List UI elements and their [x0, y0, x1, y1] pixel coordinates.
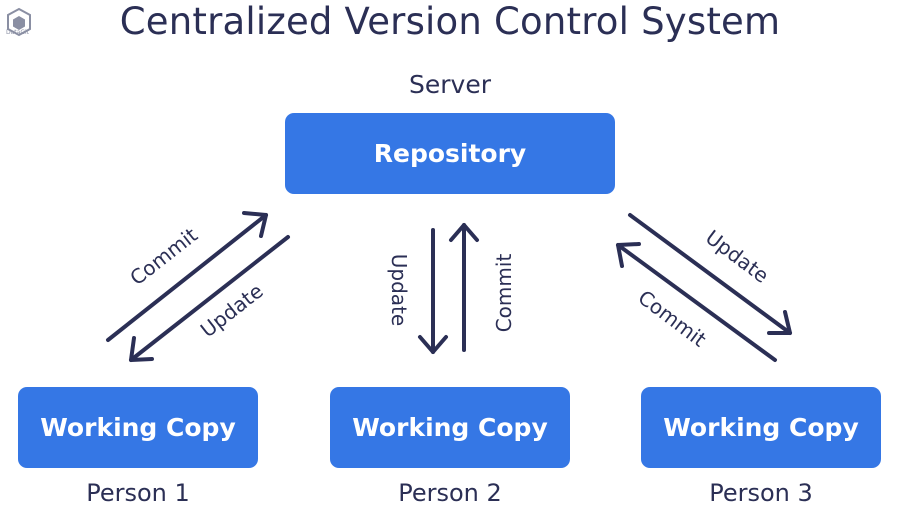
- working-copy-box-2: Working Copy: [330, 387, 570, 468]
- left-commit-arrow: [106, 213, 268, 342]
- right-commit-arrowhead: [616, 242, 641, 268]
- left-update-arrowhead: [129, 336, 154, 362]
- working-copy-box-3: Working Copy: [641, 387, 881, 468]
- working-copy-label-1: Working Copy: [40, 413, 236, 442]
- diagram-title: Centralized Version Control System: [119, 0, 781, 43]
- working-copy-label-2: Working Copy: [352, 413, 548, 442]
- right-update-arrow: [628, 213, 792, 335]
- repository-label: Repository: [373, 139, 527, 168]
- right-update-label: Update: [701, 225, 773, 288]
- left-commit-arrowhead: [242, 211, 268, 238]
- left-update-label: Update: [196, 279, 268, 343]
- logo-text: DataGit: [6, 29, 29, 36]
- repository-box: Repository: [285, 113, 615, 194]
- left-commit-label: Commit: [125, 223, 202, 290]
- right-update-arrowhead: [767, 310, 792, 335]
- middle-update-arrowhead: [418, 335, 448, 354]
- middle-commit-arrowhead: [449, 223, 479, 242]
- middle-update-label: Update: [387, 254, 411, 326]
- server-label: Server: [409, 70, 491, 99]
- person-label-3: Person 3: [709, 479, 813, 507]
- right-commit-label: Commit: [634, 285, 711, 352]
- person-label-1: Person 1: [86, 479, 190, 507]
- right-commit-arrow: [616, 243, 777, 362]
- working-copy-box-1: Working Copy: [18, 387, 258, 468]
- datagit-logo-icon: [7, 7, 31, 37]
- person-label-2: Person 2: [398, 479, 502, 507]
- left-update-arrow: [129, 235, 290, 362]
- middle-commit-label: Commit: [492, 254, 516, 333]
- working-copy-label-3: Working Copy: [663, 413, 859, 442]
